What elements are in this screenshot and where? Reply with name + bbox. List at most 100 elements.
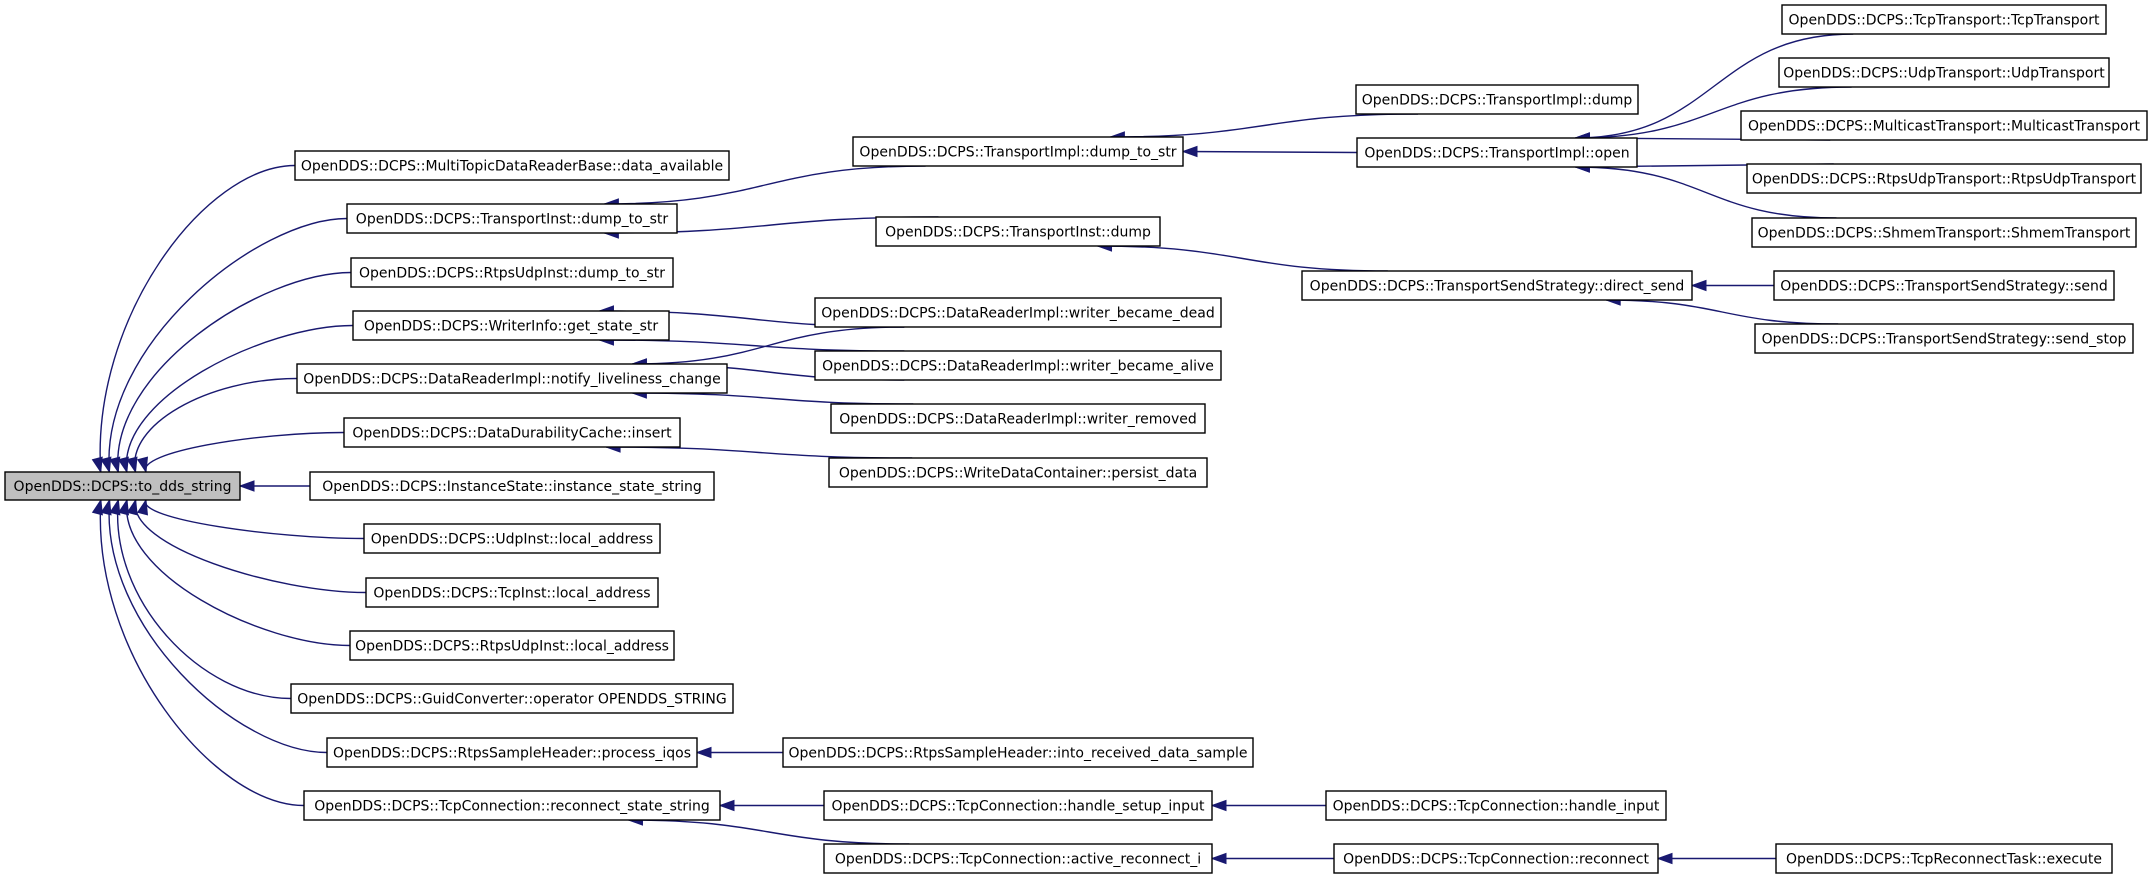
arrowhead — [126, 456, 138, 474]
function-node[interactable]: OpenDDS::DCPS::TcpConnection::reconnect_… — [303, 790, 721, 821]
call-edge — [100, 498, 328, 754]
node-label: OpenDDS::DCPS::TcpReconnectTask::execute — [1786, 852, 2102, 868]
function-node[interactable]: OpenDDS::DCPS::RtpsSampleHeader::process… — [326, 737, 698, 768]
call-edge — [136, 498, 365, 540]
node-label: OpenDDS::DCPS::RtpsSampleHeader::into_re… — [789, 746, 1248, 762]
call-edge — [91, 164, 296, 474]
node-label: OpenDDS::DCPS::UdpInst::local_address — [371, 532, 653, 548]
node-label: OpenDDS::DCPS::TransportSendStrategy::se… — [1762, 332, 2127, 348]
function-node[interactable]: OpenDDS::DCPS::RtpsSampleHeader::into_re… — [782, 737, 1254, 768]
node-box — [1301, 270, 1693, 301]
node-box — [290, 683, 734, 714]
node-box — [1778, 57, 2110, 88]
arrowhead — [109, 456, 121, 474]
function-node[interactable]: OpenDDS::DCPS::DataDurabilityCache::inse… — [343, 417, 681, 448]
function-node[interactable]: OpenDDS::DCPS::TransportInst::dump — [875, 216, 1161, 247]
node-box — [1355, 84, 1639, 115]
function-node[interactable]: OpenDDS::DCPS::TcpReconnectTask::execute — [1775, 843, 2113, 874]
function-node[interactable]: OpenDDS::DCPS::RtpsUdpInst::local_addres… — [349, 630, 675, 661]
node-label: OpenDDS::DCPS::TransportImpl::dump — [1362, 93, 1633, 109]
function-node[interactable]: OpenDDS::DCPS::RtpsUdpInst::dump_to_str — [350, 257, 674, 288]
node-label: OpenDDS::DCPS::to_dds_string — [14, 479, 232, 495]
function-node[interactable]: OpenDDS::DCPS::WriterInfo::get_state_str — [352, 310, 670, 341]
node-label: OpenDDS::DCPS::GuidConverter::operator O… — [297, 692, 727, 708]
node-box — [363, 523, 661, 554]
node-box — [782, 737, 1254, 768]
function-node[interactable]: OpenDDS::DCPS::UdpTransport::UdpTranspor… — [1778, 57, 2110, 88]
node-label: OpenDDS::DCPS::TransportImpl::open — [1364, 146, 1629, 162]
arrowhead — [91, 498, 103, 516]
function-node[interactable]: OpenDDS::DCPS::TcpConnection::handle_inp… — [1325, 790, 1667, 821]
arrowhead — [238, 480, 255, 492]
function-node[interactable]: OpenDDS::DCPS::DataReaderImpl::writer_re… — [830, 403, 1206, 434]
node-label: OpenDDS::DCPS::TcpTransport::TcpTranspor… — [1789, 13, 2100, 29]
arrowhead — [1210, 799, 1227, 812]
function-node[interactable]: OpenDDS::DCPS::TcpTransport::TcpTranspor… — [1781, 4, 2107, 35]
function-node[interactable]: OpenDDS::DCPS::DataReaderImpl::writer_be… — [814, 297, 1222, 328]
function-node[interactable]: OpenDDS::DCPS::RtpsUdpTransport::RtpsUdp… — [1746, 163, 2142, 194]
arrowhead — [117, 456, 129, 474]
root-node[interactable]: OpenDDS::DCPS::to_dds_string — [4, 471, 241, 501]
arrowhead — [136, 456, 149, 474]
function-node[interactable]: OpenDDS::DCPS::MultiTopicDataReaderBase:… — [294, 150, 730, 181]
function-node[interactable]: OpenDDS::DCPS::TransportInst::dump_to_st… — [346, 203, 678, 234]
function-node[interactable]: OpenDDS::DCPS::InstanceState::instance_s… — [309, 471, 715, 501]
node-label: OpenDDS::DCPS::TransportImpl::dump_to_st… — [859, 145, 1176, 161]
node-label: OpenDDS::DCPS::RtpsUdpInst::local_addres… — [355, 639, 669, 655]
node-box — [352, 310, 670, 341]
function-node[interactable]: OpenDDS::DCPS::GuidConverter::operator O… — [290, 683, 734, 714]
function-node[interactable]: OpenDDS::DCPS::TransportSendStrategy::se… — [1773, 270, 2115, 301]
node-box — [875, 216, 1161, 247]
arrowhead — [100, 498, 112, 516]
arrowhead — [1690, 279, 1707, 292]
call-edge — [117, 324, 354, 474]
function-node[interactable]: OpenDDS::DCPS::TcpConnection::reconnect — [1333, 843, 1659, 874]
node-box — [828, 457, 1208, 488]
node-label: OpenDDS::DCPS::TcpConnection::reconnect_… — [314, 799, 710, 815]
node-label: OpenDDS::DCPS::MultiTopicDataReaderBase:… — [301, 159, 723, 175]
function-node[interactable]: OpenDDS::DCPS::TransportImpl::dump — [1355, 84, 1639, 115]
node-box — [346, 203, 678, 234]
node-label: OpenDDS::DCPS::TcpConnection::handle_set… — [832, 799, 1205, 815]
node-label: OpenDDS::DCPS::TransportSendStrategy::di… — [1310, 279, 1685, 295]
node-label: OpenDDS::DCPS::TcpConnection::handle_inp… — [1333, 799, 1660, 815]
call-edge — [695, 746, 783, 759]
function-node[interactable]: OpenDDS::DCPS::TcpInst::local_address — [365, 577, 659, 608]
node-box — [814, 297, 1222, 328]
node-box — [4, 471, 241, 501]
function-node[interactable]: OpenDDS::DCPS::DataReaderImpl::notify_li… — [296, 363, 728, 394]
arrowhead — [1656, 852, 1673, 865]
node-label: OpenDDS::DCPS::DataReaderImpl::writer_be… — [821, 306, 1215, 322]
call-edge — [718, 799, 824, 812]
function-node[interactable]: OpenDDS::DCPS::WriteDataContainer::persi… — [828, 457, 1208, 488]
node-label: OpenDDS::DCPS::WriterInfo::get_state_str — [364, 319, 658, 335]
arrowhead — [718, 799, 735, 812]
function-node[interactable]: OpenDDS::DCPS::DataReaderImpl::writer_be… — [814, 350, 1222, 381]
node-box — [1751, 217, 2137, 248]
node-box — [294, 150, 730, 181]
function-node[interactable]: OpenDDS::DCPS::TcpConnection::handle_set… — [823, 790, 1213, 821]
call-edge — [1656, 852, 1776, 865]
node-box — [852, 136, 1184, 167]
node-box — [830, 403, 1206, 434]
function-node[interactable]: OpenDDS::DCPS::UdpInst::local_address — [363, 523, 661, 554]
call-edge — [136, 431, 345, 474]
node-label: OpenDDS::DCPS::DataDurabilityCache::inse… — [352, 426, 672, 442]
function-node[interactable]: OpenDDS::DCPS::TransportSendStrategy::di… — [1301, 270, 1693, 301]
node-box — [365, 577, 659, 608]
node-box — [1775, 843, 2113, 874]
node-label: OpenDDS::DCPS::TcpConnection::active_rec… — [835, 852, 1201, 868]
node-box — [1754, 323, 2134, 354]
function-node[interactable]: OpenDDS::DCPS::ShmemTransport::ShmemTran… — [1751, 217, 2137, 248]
call-edge — [109, 498, 292, 700]
function-node[interactable]: OpenDDS::DCPS::MulticastTransport::Multi… — [1740, 110, 2148, 141]
function-node[interactable]: OpenDDS::DCPS::TransportSendStrategy::se… — [1754, 323, 2134, 354]
call-edge — [1690, 279, 1774, 292]
function-node[interactable]: OpenDDS::DCPS::TcpConnection::active_rec… — [823, 843, 1213, 874]
arrowhead — [695, 746, 712, 759]
node-box — [1746, 163, 2142, 194]
node-label: OpenDDS::DCPS::RtpsUdpInst::dump_to_str — [359, 266, 665, 282]
function-node[interactable]: OpenDDS::DCPS::TransportImpl::dump_to_st… — [852, 136, 1184, 167]
function-node[interactable]: OpenDDS::DCPS::TransportImpl::open — [1356, 137, 1638, 168]
